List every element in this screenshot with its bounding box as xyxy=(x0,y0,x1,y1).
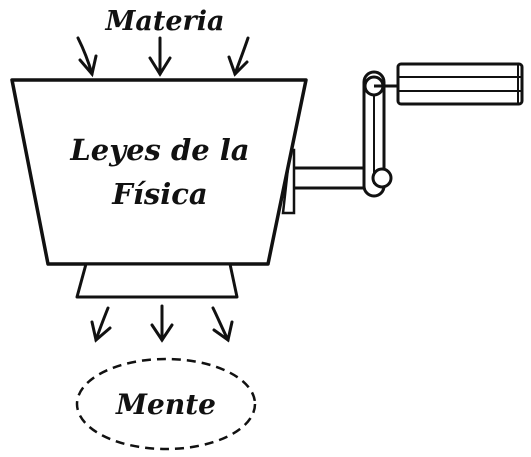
output-arrow-right-icon xyxy=(211,306,234,343)
crank-grip xyxy=(396,62,524,106)
crank-handle-icon[interactable] xyxy=(294,62,524,198)
input-arrow-left-icon xyxy=(76,36,98,78)
input-arrows xyxy=(76,36,250,78)
machine-body xyxy=(10,78,308,266)
crank-bolt-bottom xyxy=(371,167,393,189)
output-arrows xyxy=(90,304,234,343)
output-arrow-left-icon xyxy=(90,306,112,343)
materia-label: Materia xyxy=(104,6,224,37)
mente-ellipse xyxy=(75,357,257,451)
machine: Leyes de la Física xyxy=(10,78,308,299)
input-arrow-right-icon xyxy=(227,36,250,77)
input-arrow-center-icon xyxy=(148,36,172,77)
machine-base xyxy=(75,262,239,299)
machine-text-line2: Física xyxy=(111,177,207,211)
machine-text-line1: Leyes de la xyxy=(69,133,249,167)
output-arrow-center-icon xyxy=(150,304,174,343)
mente-label: Mente xyxy=(115,388,216,421)
